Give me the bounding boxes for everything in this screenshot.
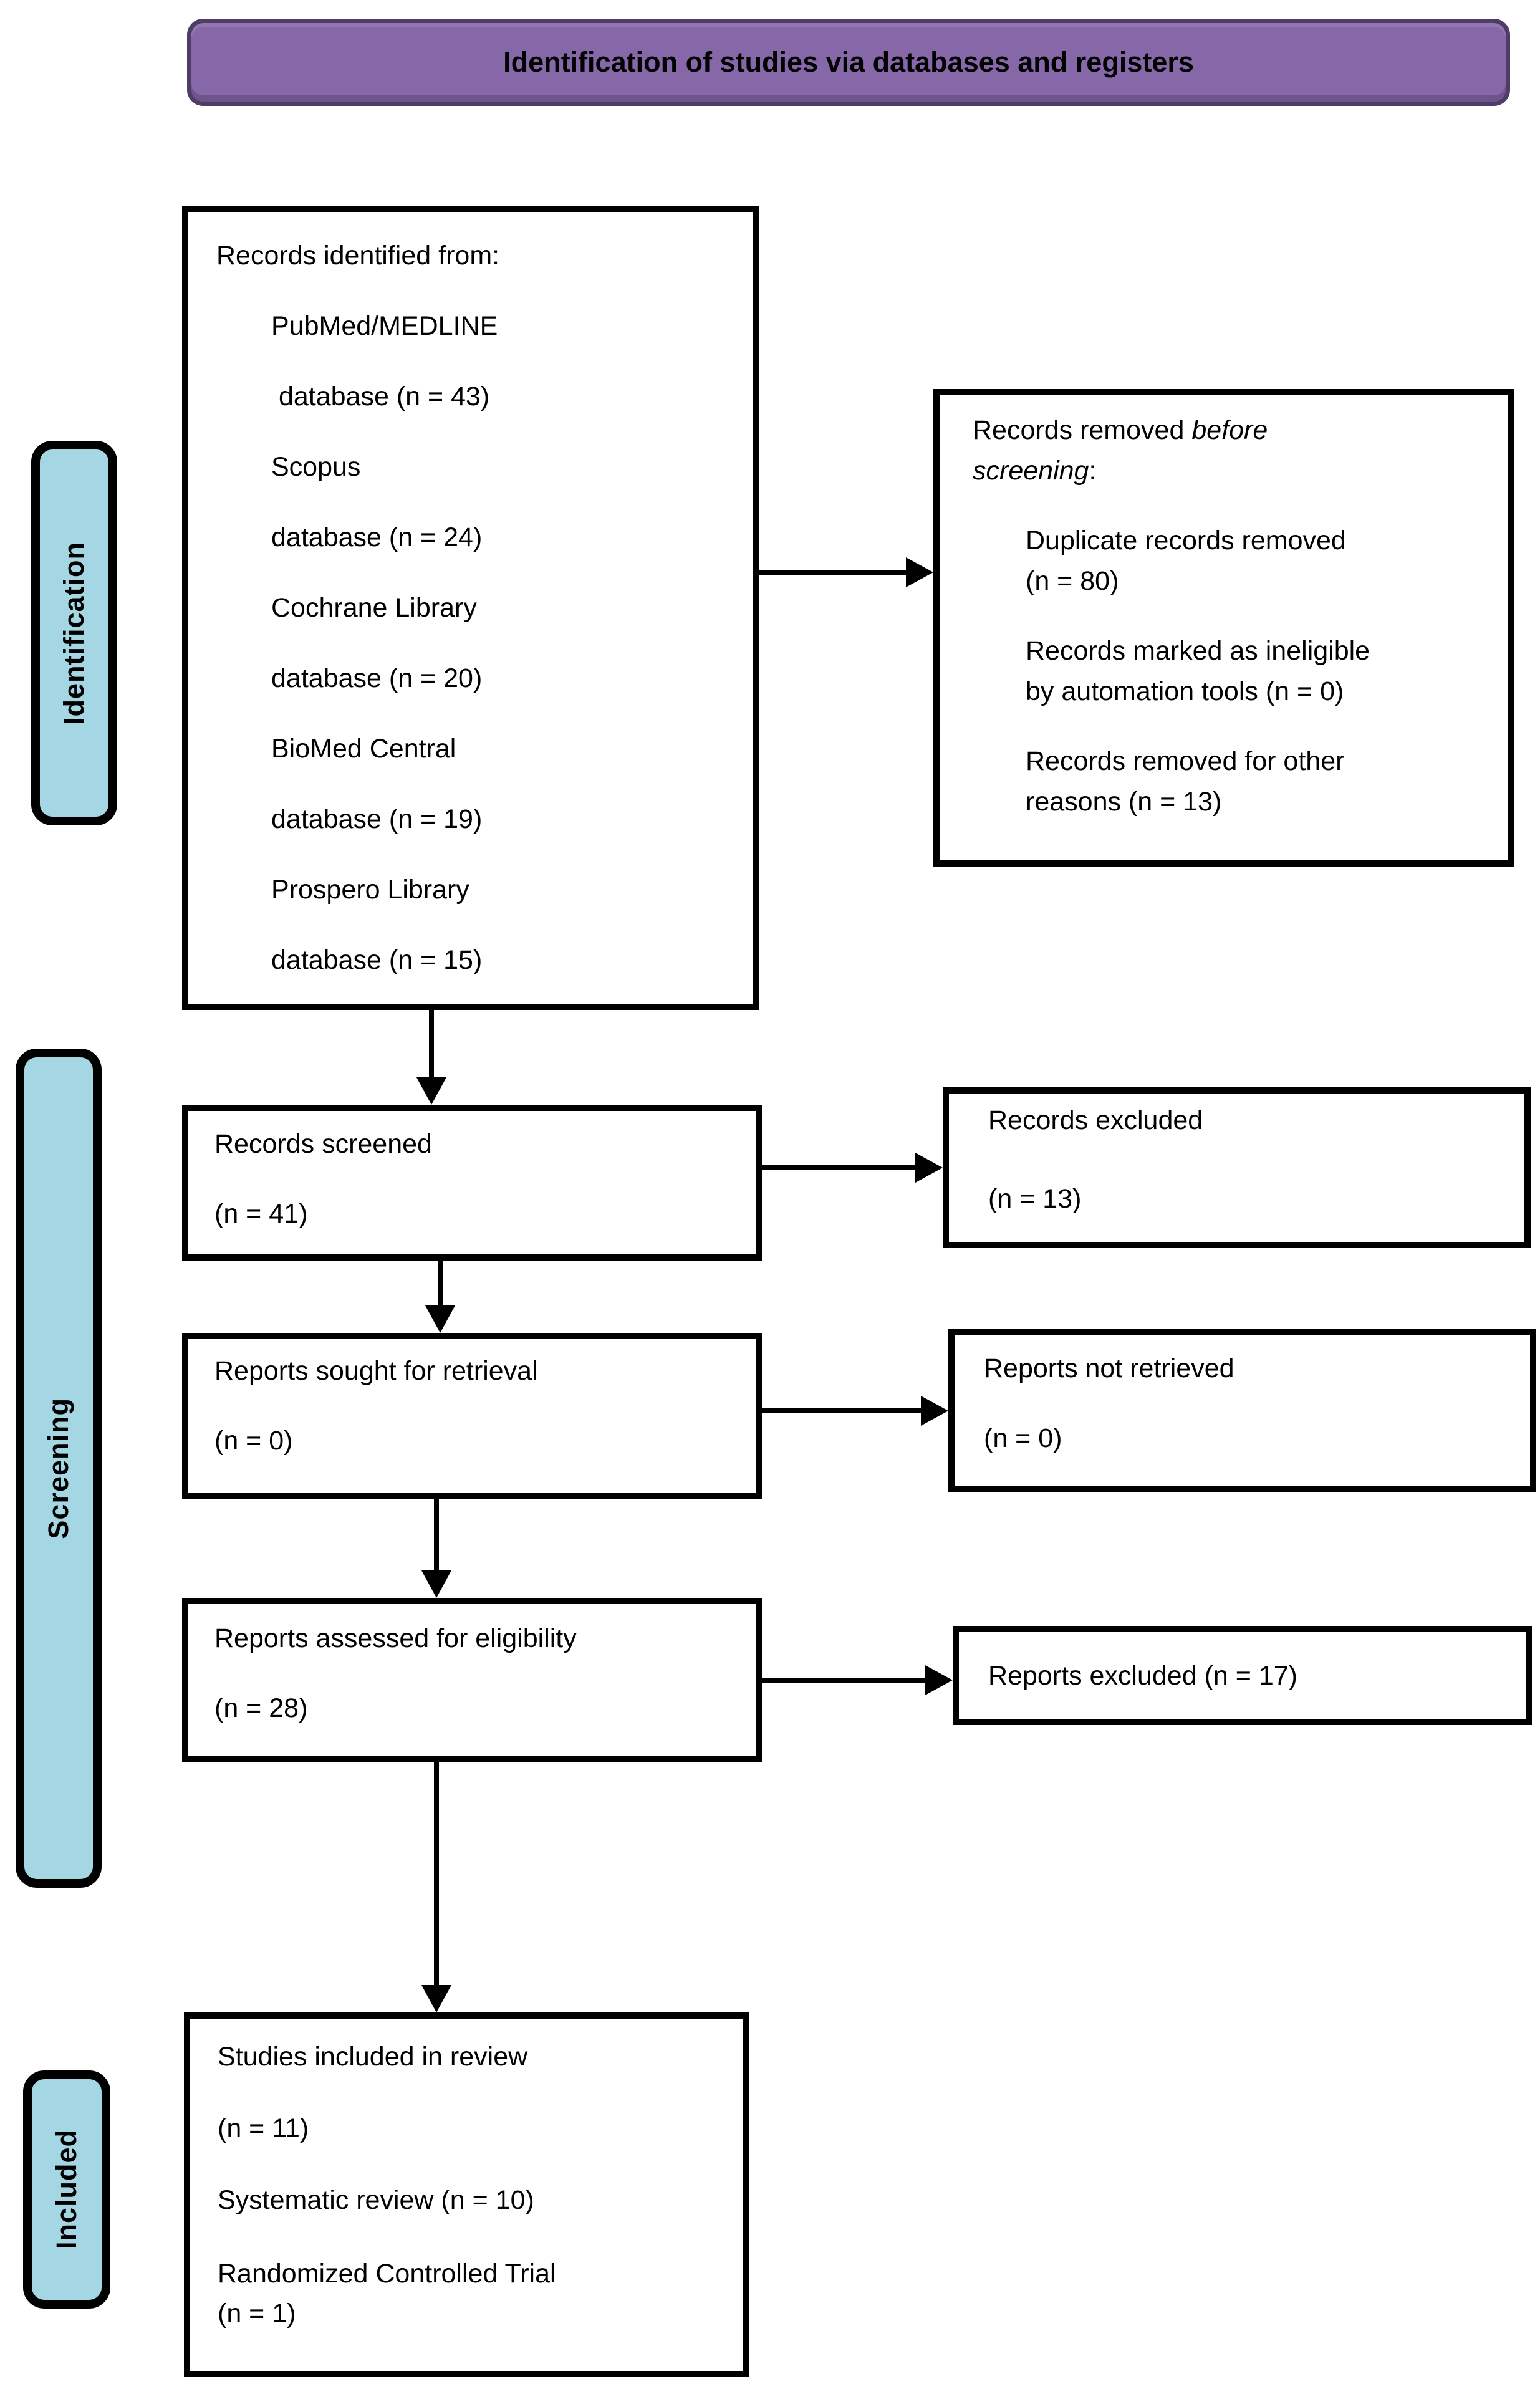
box-reports-not-retrieved: Reports not retrieved (n = 0) [948,1329,1536,1492]
arrow-down-sought-to-assessed-line [434,1499,439,1573]
stage-label-identification: Identification [31,441,117,825]
box-reports-sought-for-retrieval: Reports sought for retrieval (n = 0) [182,1333,762,1499]
arrow-right-screened-to-excluded-line [762,1165,918,1170]
stage-label-identification-text: Identification [58,541,90,725]
box-line: Duplicate records removed [1026,526,1346,555]
arrow-right-identified-to-removed-head-icon [906,557,933,587]
stage-label-included: Included [23,2070,110,2309]
arrow-right-sought-to-not-retrieved-line [762,1408,924,1413]
box-line: Prospero Library [271,875,469,905]
box-line: database (n = 15) [271,945,483,975]
records-removed-item: Records marked as ineligible by automati… [1026,631,1486,712]
records-removed-intro: Records removed before screening: [973,410,1486,491]
box-line: Systematic review (n = 10) [218,2185,534,2215]
records-removed-item: Records removed for other reasons (n = 1… [1026,741,1486,822]
box-line: (n = 0) [214,1426,293,1456]
box-line: Reports assessed for eligibility [214,1623,577,1653]
stage-label-screening: Screening [16,1049,102,1888]
box-line: (n = 41) [214,1199,308,1229]
arrow-down-screened-to-sought-line [438,1261,443,1308]
box-records-removed-before-screening: Records removed before screening: Duplic… [933,389,1514,867]
box-reports-excluded: Reports excluded (n = 17) [953,1626,1532,1725]
box-line: PubMed/MEDLINE [271,311,498,341]
box-line: Reports not retrieved [984,1353,1234,1383]
box-line: (n = 28) [214,1693,308,1723]
box-line: Reports excluded (n = 17) [988,1660,1297,1691]
arrow-right-assessed-to-excluded-line [762,1678,928,1683]
box-line: Records marked as ineligible [1026,636,1370,666]
box-line: screening: [973,456,1097,486]
arrow-down-identified-to-screened-head-icon [416,1077,446,1105]
box-records-screened: Records screened (n = 41) [182,1105,762,1261]
box-records-excluded: Records excluded (n = 13) [943,1087,1531,1248]
arrow-down-screened-to-sought-head-icon [425,1305,455,1333]
box-line: (n = 11) [218,2113,309,2143]
box-reports-assessed-for-eligibility: Reports assessed for eligibility (n = 28… [182,1598,762,1762]
box-line: BioMed Central [271,734,456,764]
box-line: Records screened [214,1129,432,1159]
box-line: Studies included in review [218,2042,528,2072]
box-line: (n = 13) [988,1184,1082,1214]
box-line: (n = 80) [1026,566,1119,596]
arrow-right-assessed-to-excluded-head-icon [925,1665,953,1695]
records-removed-item: Duplicate records removed (n = 80) [1026,521,1486,602]
box-line: Records removed for other [1026,746,1345,776]
box-line: database (n = 19) [271,804,483,834]
box-line: Randomized Controlled Trial [218,2259,556,2289]
arrow-down-assessed-to-included-head-icon [421,1985,451,2012]
box-line: database (n = 43) [271,382,490,411]
arrow-right-identified-to-removed-line [759,570,909,575]
arrow-down-identified-to-screened-line [429,1010,434,1080]
box-line: Records removed before [973,415,1268,445]
box-line: (n = 0) [984,1423,1062,1453]
box-line: database (n = 24) [271,522,483,552]
box-line: Scopus [271,452,361,482]
box-line: by automation tools (n = 0) [1026,676,1344,706]
box-line: Records identified from: [216,241,500,271]
box-line: (n = 1) [218,2299,296,2329]
box-line: database (n = 20) [271,663,483,693]
box-studies-included-in-review: Studies included in review (n = 11) Syst… [184,2012,749,2377]
arrow-down-sought-to-assessed-head-icon [421,1570,451,1598]
stage-label-included-text: Included [51,2129,82,2250]
box-line: reasons (n = 13) [1026,787,1222,817]
box-line: Reports sought for retrieval [214,1356,538,1386]
header-title: Identification of studies via databases … [503,46,1194,78]
box-line: Records excluded [988,1105,1203,1135]
box-records-identified: Records identified from: PubMed/MEDLINE … [182,206,759,1010]
arrow-right-sought-to-not-retrieved-head-icon [921,1396,948,1426]
stage-label-screening-text: Screening [42,1397,74,1539]
arrow-down-assessed-to-included-line [434,1762,439,1988]
box-line: Cochrane Library [271,593,477,623]
arrow-right-screened-to-excluded-head-icon [915,1153,943,1183]
header-banner: Identification of studies via databases … [187,19,1510,106]
